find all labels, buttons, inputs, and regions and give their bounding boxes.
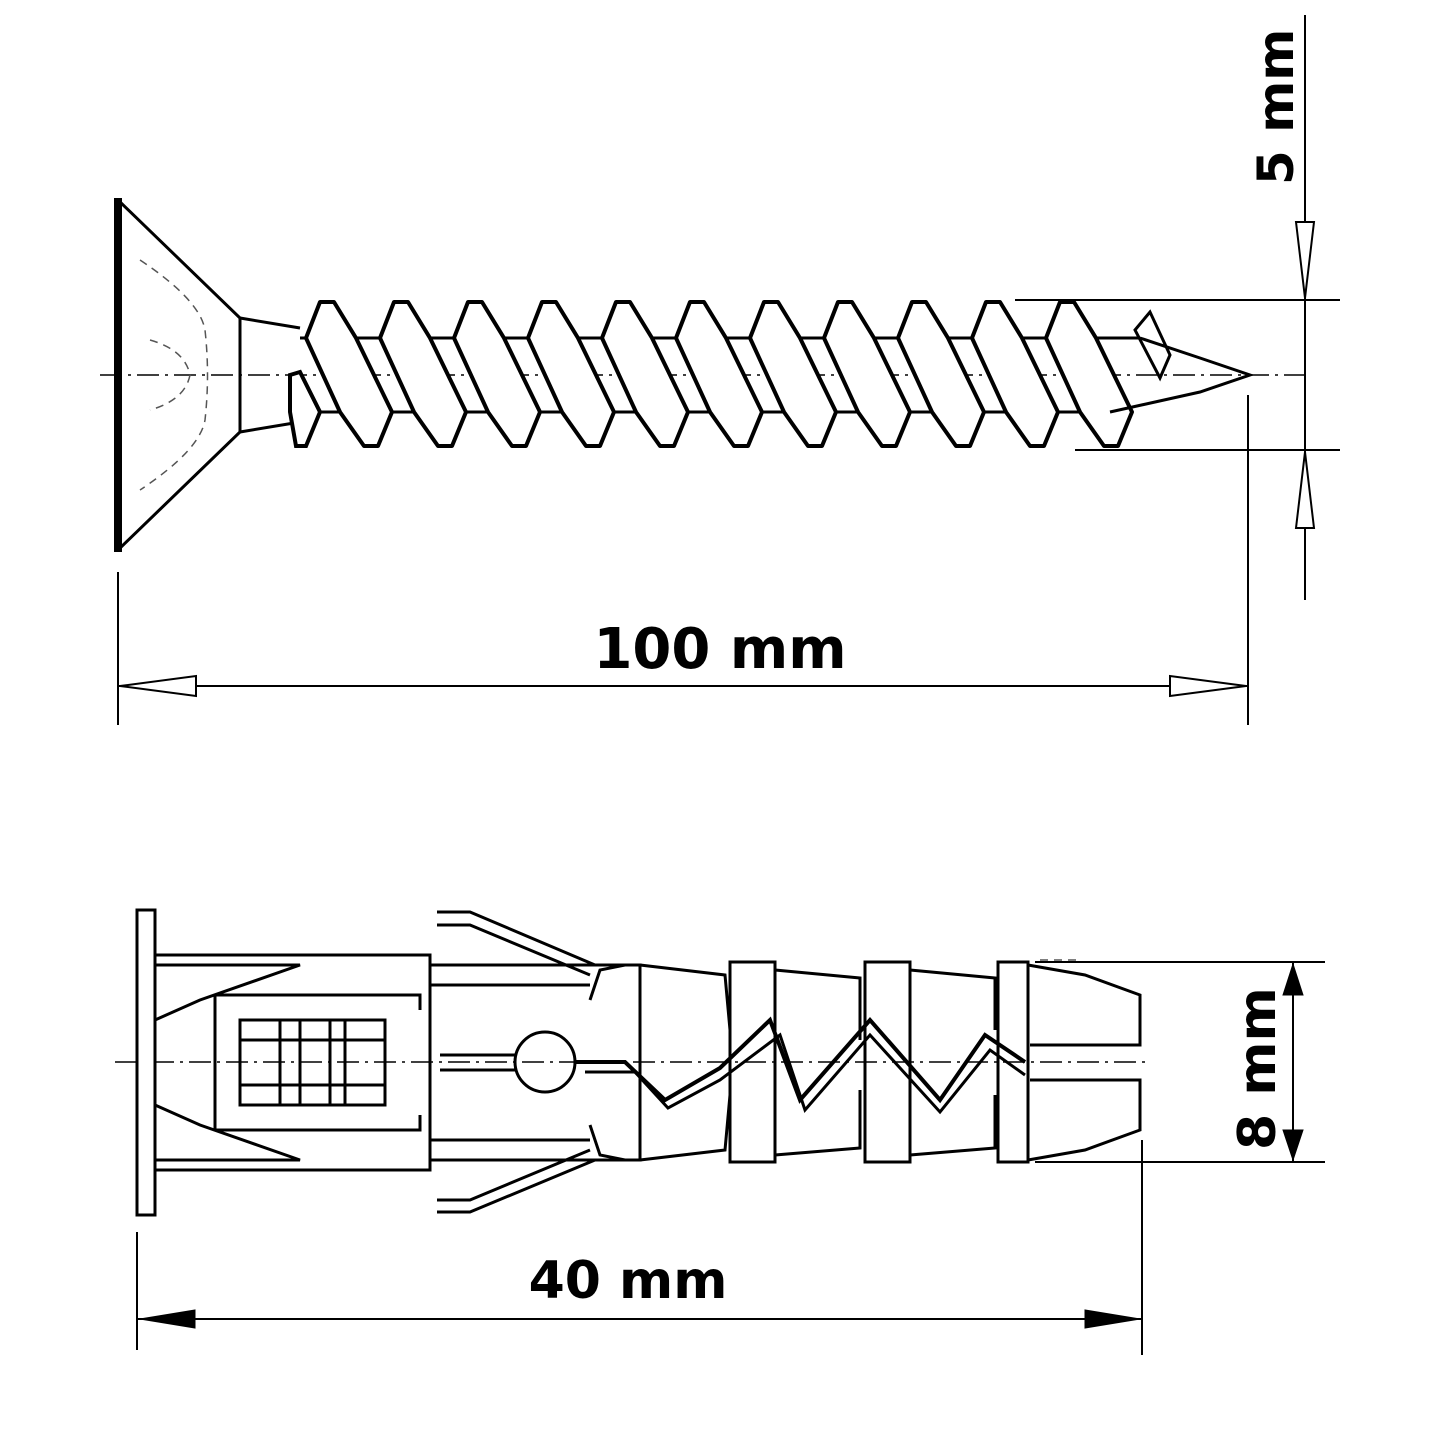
- anchor-window: [238, 1018, 387, 1107]
- screw-thread: [822, 300, 912, 448]
- screw-thread: [378, 300, 468, 448]
- screw-head: [114, 198, 301, 552]
- screw-thread: [304, 300, 394, 448]
- anchor-diameter-dimension: 8 mm: [1035, 961, 1325, 1163]
- screw-thread: [526, 300, 616, 448]
- screw-drawing: [100, 198, 1310, 552]
- screw-thread: [896, 300, 986, 448]
- screw-thread: [1044, 300, 1134, 448]
- anchor-diameter-label: 8 mm: [1228, 987, 1288, 1150]
- screw-thread: [748, 300, 838, 448]
- screw-diameter-label: 5 mm: [1247, 29, 1305, 185]
- anchor-segments: [600, 959, 1142, 1164]
- screw-length-label: 100 mm: [593, 617, 846, 682]
- screw-thread: [288, 369, 323, 448]
- anchor-length-label: 40 mm: [529, 1251, 728, 1311]
- anchor-drawing: [115, 908, 1145, 1217]
- screw-tip: [1109, 336, 1255, 414]
- anchor-collar: [135, 908, 157, 1217]
- anchor-length-dimension: 40 mm: [136, 1140, 1143, 1355]
- screw-threads: [288, 300, 1134, 448]
- screw-thread: [674, 300, 764, 448]
- screw-thread: [600, 300, 690, 448]
- screw-diameter-dimension: 5 mm: [1015, 15, 1340, 600]
- screw-length-dimension: 100 mm: [117, 395, 1249, 725]
- screw-thread: [452, 300, 542, 448]
- screw-thread: [970, 300, 1060, 448]
